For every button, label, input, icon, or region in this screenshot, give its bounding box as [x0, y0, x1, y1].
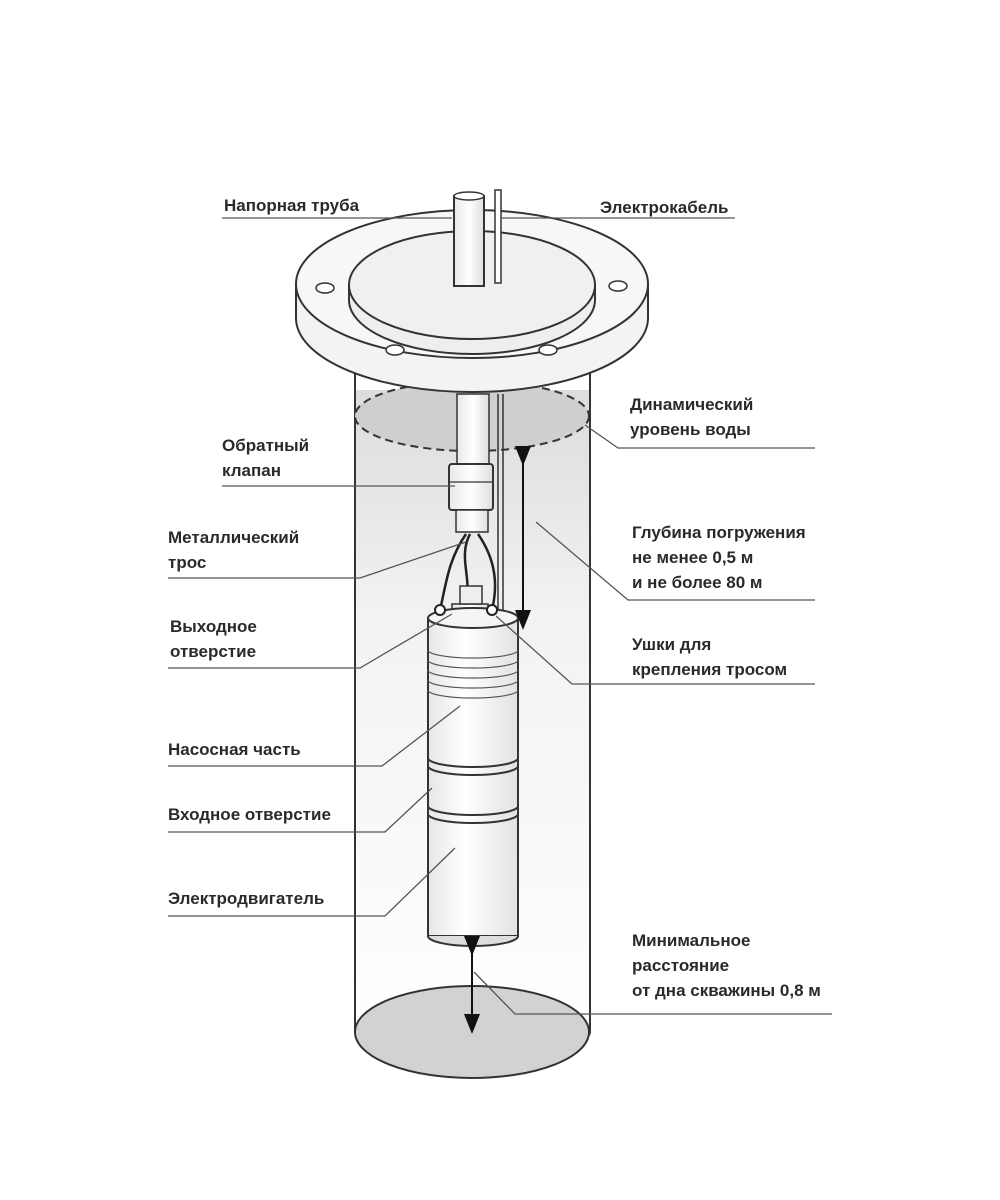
- pressure-pipe-inner: [456, 393, 490, 465]
- bolt-hole: [608, 280, 628, 292]
- pressure-pipe-top: [453, 191, 485, 287]
- bolt-hole: [385, 344, 405, 356]
- label-dynamic-level: Динамический уровень воды: [630, 395, 754, 439]
- bolt-hole: [538, 344, 558, 356]
- label-pressure-pipe: Напорная труба: [224, 196, 360, 215]
- check-valve: [448, 463, 494, 533]
- label-motor: Электродвигатель: [168, 889, 325, 908]
- label-min-distance: Минимальное расстояние от дна скважины 0…: [632, 931, 821, 1000]
- leader-lines: [168, 217, 832, 1015]
- label-pump-part: Насосная часть: [168, 740, 301, 759]
- mounting-lugs: [434, 604, 498, 616]
- label-outlet: Выходное отверстие: [170, 617, 257, 661]
- power-cable-top: [494, 189, 502, 284]
- label-immersion-depth: Глубина погружения не менее 0,5 м и не б…: [632, 523, 806, 592]
- label-power-cable: Электрокабель: [600, 198, 729, 217]
- label-metal-cable: Металлический трос: [168, 528, 300, 572]
- label-inlet: Входное отверстие: [168, 805, 331, 824]
- bolt-hole: [315, 282, 335, 294]
- well-cap-flange: [295, 209, 649, 393]
- label-lugs: Ушки для крепления тросом: [632, 635, 788, 679]
- pump-body: [427, 607, 519, 947]
- label-check-valve: Обратный клапан: [222, 436, 310, 480]
